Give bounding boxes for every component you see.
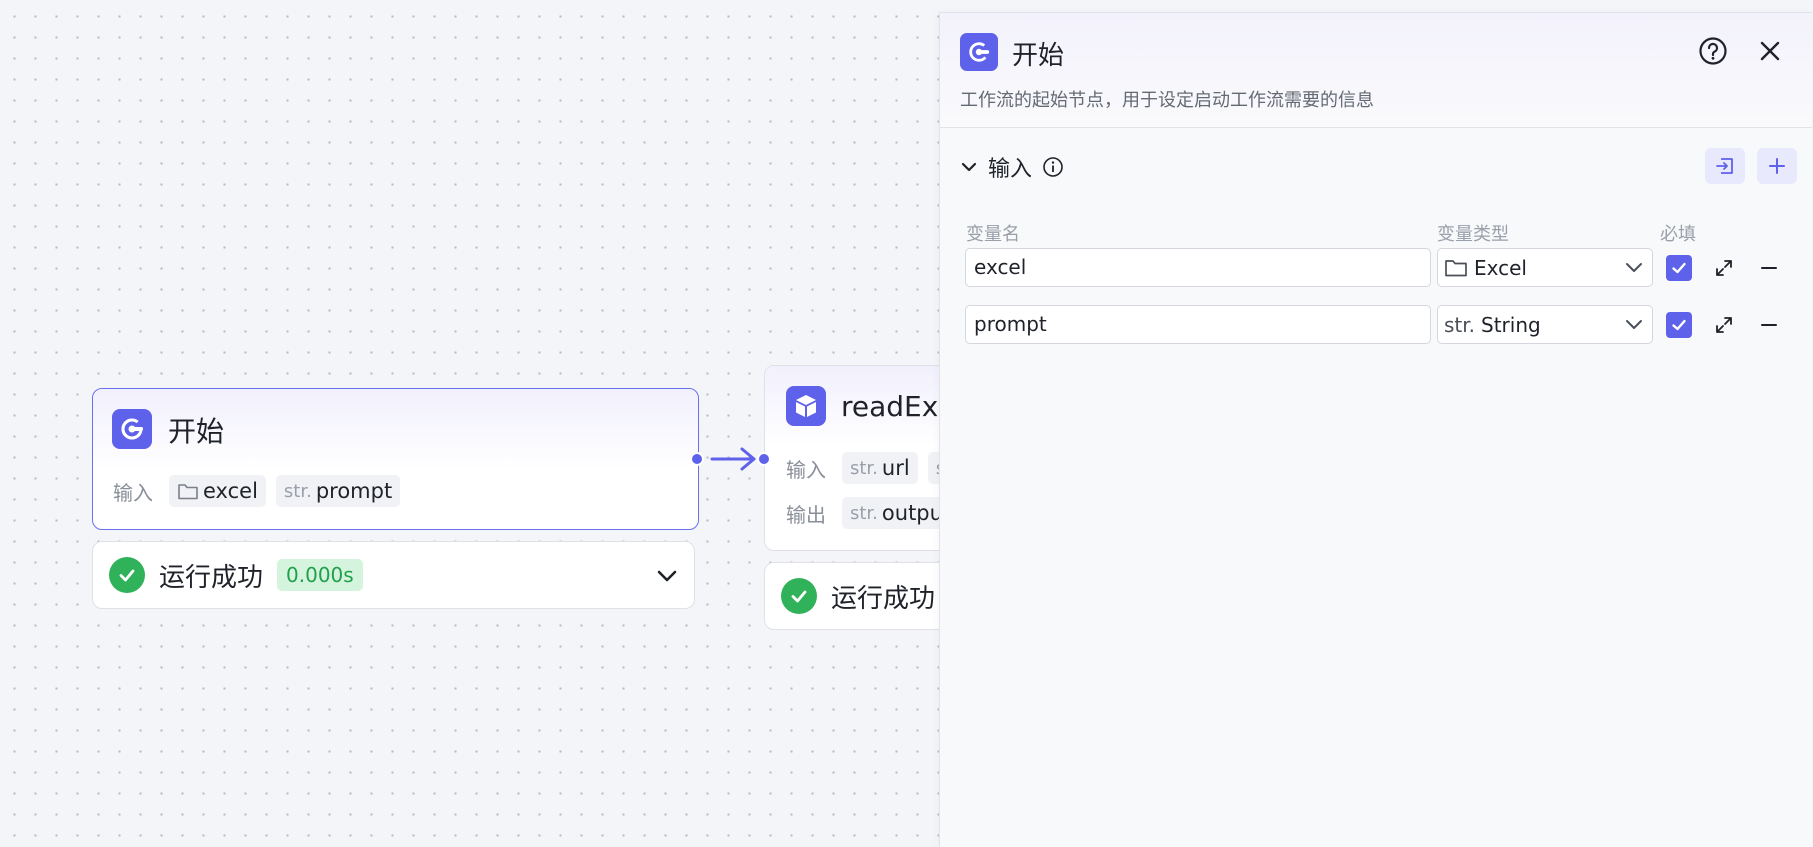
status-text: 运行成功 xyxy=(159,562,264,593)
help-button[interactable] xyxy=(1695,33,1731,69)
column-header-required: 必填 xyxy=(1660,224,1696,245)
folder-icon xyxy=(1445,259,1467,276)
import-icon xyxy=(1716,158,1733,174)
remove-variable-button[interactable] xyxy=(1756,312,1782,338)
check-icon xyxy=(1672,262,1686,274)
start-node-header: 开始 xyxy=(93,389,698,469)
cube-icon xyxy=(786,386,826,426)
panel-title: 开始 xyxy=(1012,41,1065,71)
variable-type-label: String xyxy=(1481,312,1541,337)
check-icon xyxy=(1672,319,1686,331)
variable-type-label: Excel xyxy=(1474,255,1527,280)
import-variables-button[interactable] xyxy=(1705,148,1745,184)
close-button[interactable] xyxy=(1752,33,1788,69)
plus-icon xyxy=(1769,158,1785,174)
help-icon xyxy=(1699,37,1727,65)
chevron-down-icon xyxy=(1626,320,1642,329)
output-label: 输出 xyxy=(786,502,826,527)
input-chip-name: prompt xyxy=(315,479,393,503)
start-node-title: 开始 xyxy=(168,415,225,448)
type-prefix: str. xyxy=(1444,312,1476,337)
success-check-icon xyxy=(109,557,145,593)
start-node-icon xyxy=(960,33,998,71)
chevron-down-icon xyxy=(1626,263,1642,272)
required-checkbox[interactable] xyxy=(1666,312,1692,338)
expand-button[interactable] xyxy=(1711,255,1737,281)
read-node-title: readExc xyxy=(841,390,954,423)
close-icon xyxy=(1760,41,1780,61)
variable-name-input[interactable]: excel xyxy=(965,248,1431,287)
start-node-status[interactable]: 运行成功 0.000s xyxy=(92,541,695,609)
expand-icon xyxy=(1716,317,1732,333)
type-prefix: str. xyxy=(850,457,878,479)
input-chip-prompt: str. prompt xyxy=(275,475,401,507)
elapsed-badge: 0.000s xyxy=(277,559,363,591)
minus-icon xyxy=(1761,267,1777,269)
add-variable-button[interactable] xyxy=(1757,148,1797,184)
chevron-down-icon[interactable] xyxy=(656,566,678,586)
edge-arrow[interactable] xyxy=(708,447,760,471)
success-check-icon xyxy=(781,578,817,614)
node-settings-panel: 开始 工作流的起始节点，用于设定启动工作流需要的信息 输入 变量名 变量类型 必… xyxy=(939,12,1812,847)
status-text: 运行成功 xyxy=(831,583,936,614)
input-label: 输入 xyxy=(113,480,153,505)
type-prefix: str. xyxy=(850,502,878,524)
input-chip-url: str. url xyxy=(842,452,918,484)
column-header-name: 变量名 xyxy=(966,224,1020,245)
expand-button[interactable] xyxy=(1711,312,1737,338)
start-node-inputs: 输入 excel str. prompt xyxy=(113,475,401,507)
input-section-header[interactable]: 输入 xyxy=(960,151,1064,183)
required-checkbox[interactable] xyxy=(1666,255,1692,281)
minus-icon xyxy=(1761,324,1777,326)
input-chip-name: excel xyxy=(203,479,258,503)
input-chip-excel: excel xyxy=(169,475,266,507)
column-header-type: 变量类型 xyxy=(1437,224,1509,245)
input-chip-name: url xyxy=(881,456,910,480)
expand-icon xyxy=(1716,260,1732,276)
input-label: 输入 xyxy=(786,457,826,482)
start-node[interactable]: 开始 输入 excel str. prompt xyxy=(92,388,699,530)
start-node-output-handle[interactable] xyxy=(690,452,704,466)
section-title: 输入 xyxy=(988,157,1033,182)
type-prefix: str. xyxy=(283,480,312,502)
remove-variable-button[interactable] xyxy=(1756,255,1782,281)
variable-type-select[interactable]: str. String xyxy=(1437,305,1653,344)
panel-header: 开始 工作流的起始节点，用于设定启动工作流需要的信息 xyxy=(940,13,1812,128)
panel-description: 工作流的起始节点，用于设定启动工作流需要的信息 xyxy=(960,90,1374,111)
read-node-outputs: 输出 str. output xyxy=(786,497,960,529)
chevron-down-icon[interactable] xyxy=(960,160,978,174)
variable-name-input[interactable]: prompt xyxy=(965,305,1431,344)
read-node-inputs: 输入 str. url st xyxy=(786,452,961,484)
folder-icon xyxy=(178,484,198,500)
variable-type-select[interactable]: Excel xyxy=(1437,248,1653,287)
read-node-input-handle[interactable] xyxy=(757,452,771,466)
info-icon[interactable] xyxy=(1042,156,1064,178)
start-node-icon xyxy=(112,409,152,449)
